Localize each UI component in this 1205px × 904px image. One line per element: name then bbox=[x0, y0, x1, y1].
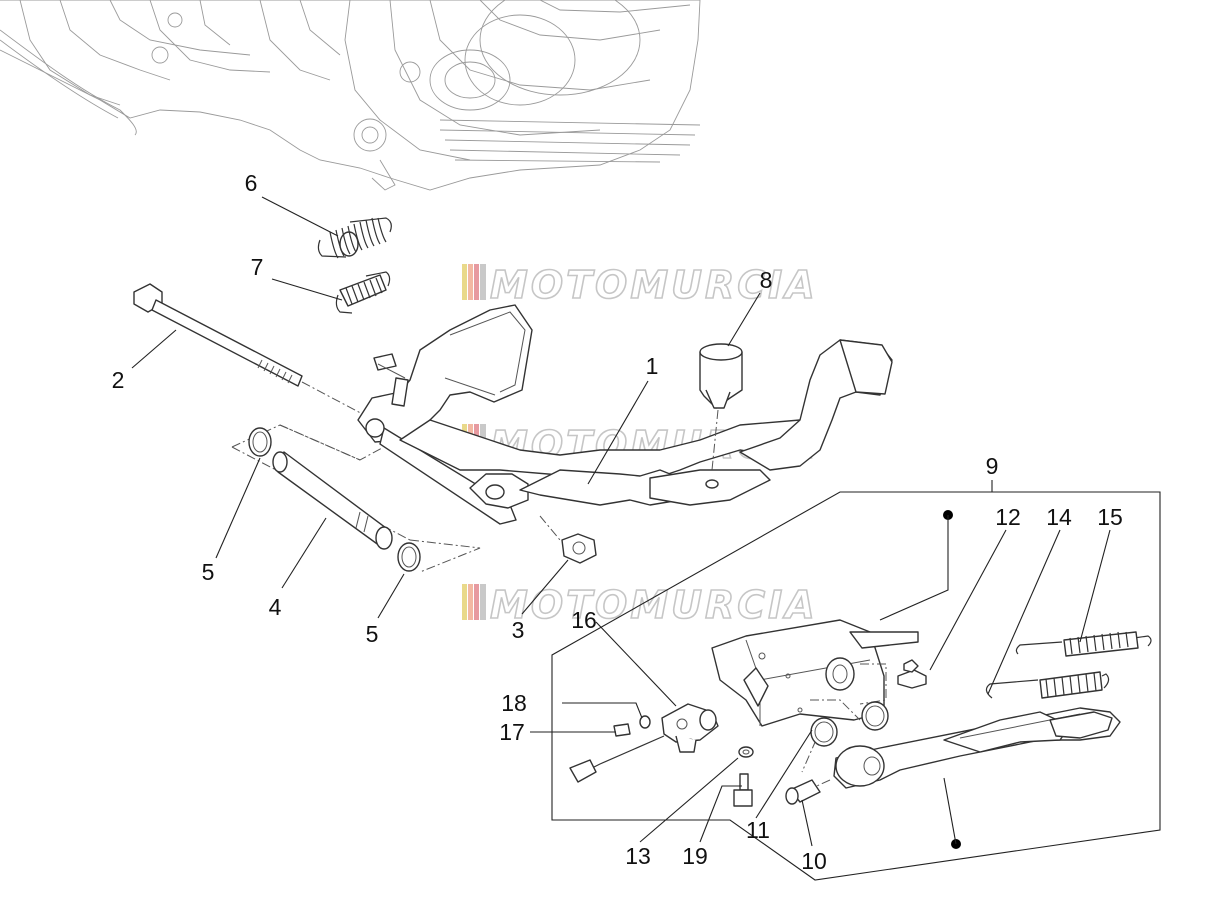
side-stand-bracket-drawing bbox=[711, 619, 919, 773]
center-stand-1-drawing bbox=[357, 304, 893, 525]
part-label-5-right: 5 bbox=[366, 621, 379, 647]
part-label-11: 11 bbox=[746, 817, 770, 843]
part-label-1: 1 bbox=[646, 353, 659, 379]
leader-lines bbox=[131, 196, 1111, 847]
part-label-5-left: 5 bbox=[202, 559, 215, 585]
spring-15-drawing bbox=[1015, 631, 1152, 657]
pin-4-drawing bbox=[231, 424, 481, 573]
part-label-6: 6 bbox=[245, 170, 258, 196]
part-label-12: 12 bbox=[995, 504, 1021, 530]
pivot-bolt-10-drawing bbox=[785, 779, 821, 805]
bump-stop-12-drawing bbox=[897, 659, 927, 689]
side-stand-leg-drawing bbox=[807, 707, 1121, 791]
part-label-7: 7 bbox=[251, 254, 264, 280]
watermark-text: MOTOMURCIA bbox=[490, 263, 818, 307]
part-label-15: 15 bbox=[1097, 504, 1123, 530]
o-rings-11-drawing bbox=[810, 701, 889, 747]
part-label-3: 3 bbox=[512, 617, 525, 643]
washer-13-drawing bbox=[738, 746, 754, 758]
part-label-18: 18 bbox=[501, 690, 527, 716]
watermark-text: MOTOMURCIA bbox=[490, 583, 818, 627]
part-label-10: 10 bbox=[801, 848, 827, 874]
part-label-14: 14 bbox=[1046, 504, 1072, 530]
spring-6-drawing bbox=[317, 217, 392, 259]
part-label-8: 8 bbox=[760, 267, 773, 293]
screw-19-drawing bbox=[733, 773, 753, 807]
engine-housing-drawing bbox=[0, 0, 701, 191]
side-stand-switch-16-drawing bbox=[569, 703, 719, 783]
nut-3-drawing bbox=[539, 515, 597, 564]
screw-17-drawing bbox=[613, 723, 631, 737]
part-label-4: 4 bbox=[269, 594, 282, 620]
watermark-bottom: MOTOMURCIA bbox=[462, 582, 818, 628]
watermark-top: MOTOMURCIA bbox=[462, 262, 818, 308]
part-label-9: 9 bbox=[986, 453, 999, 479]
part-label-17: 17 bbox=[499, 719, 525, 745]
side-stand-kit-frame bbox=[551, 491, 1161, 881]
washer-18-drawing bbox=[639, 715, 651, 729]
part-label-16: 16 bbox=[571, 607, 597, 633]
part-label-19: 19 bbox=[682, 843, 708, 869]
spring-14-drawing bbox=[985, 671, 1110, 699]
rubber-foot-8-drawing bbox=[699, 343, 743, 471]
part-labels: 1 2 3 4 5 5 6 7 8 9 10 11 12 13 14 15 16… bbox=[112, 170, 1123, 874]
bolt-2-drawing bbox=[133, 283, 371, 419]
spring-7-drawing bbox=[335, 271, 391, 314]
part-label-2: 2 bbox=[112, 367, 125, 393]
part-label-13: 13 bbox=[625, 843, 651, 869]
